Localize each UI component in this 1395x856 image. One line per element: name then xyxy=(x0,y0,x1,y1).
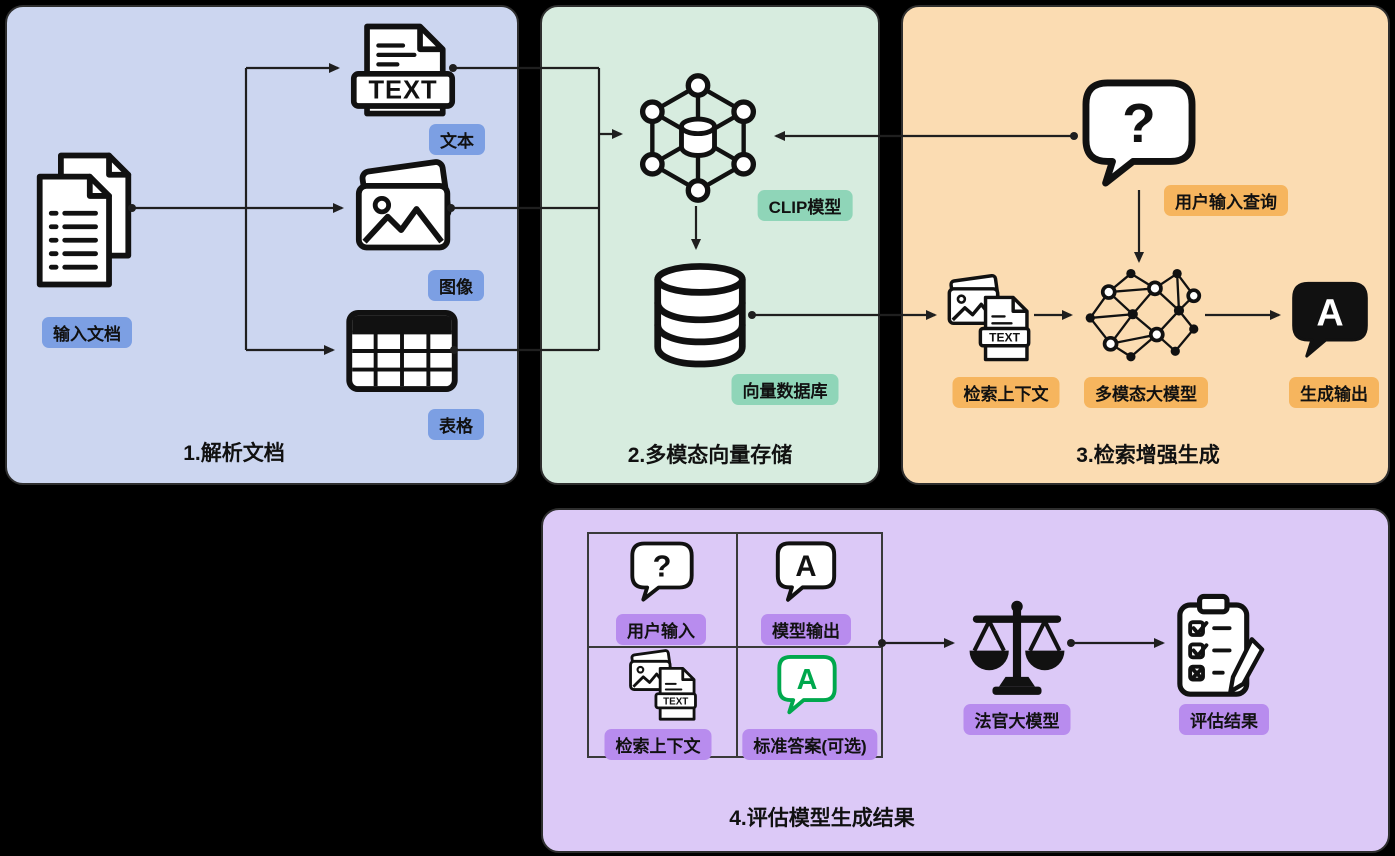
grid-row-divider xyxy=(589,646,881,648)
letter-a-glyph: A xyxy=(1316,293,1343,335)
label-text: 文本 xyxy=(429,124,485,155)
text-badge: TEXT xyxy=(989,330,1020,344)
label-image: 图像 xyxy=(428,270,484,301)
label-reference-answer: 标准答案(可选) xyxy=(742,729,878,760)
text-file-icon: TEXT xyxy=(350,21,456,121)
panel-vector-title: 2.多模态向量存储 xyxy=(627,444,793,467)
grid-column-divider xyxy=(736,534,738,756)
multimodal-llm-icon xyxy=(1081,259,1203,375)
question-glyph: ? xyxy=(1122,92,1156,154)
vector-database-icon xyxy=(650,255,750,375)
judge-scale-icon xyxy=(963,594,1071,704)
question-glyph: ? xyxy=(653,549,672,584)
image-icon xyxy=(354,159,456,254)
label-retrieved-context: 检索上下文 xyxy=(952,377,1060,408)
retrieved-context-icon-small: TEXT xyxy=(627,649,699,722)
label-clip-model: CLIP模型 xyxy=(757,190,853,221)
answer-bubble-icon: A xyxy=(1288,279,1372,359)
document-stack-icon xyxy=(32,145,136,295)
reference-answer-bubble-icon: A xyxy=(776,652,838,716)
label-model-output: 模型输出 xyxy=(761,614,851,645)
text-badge: TEXT xyxy=(663,696,688,707)
label-user-input: 用户输入 xyxy=(616,614,706,645)
label-table: 表格 xyxy=(428,409,484,440)
user-input-bubble-icon: ? xyxy=(629,540,695,602)
table-icon xyxy=(345,309,459,393)
label-judge-model: 法官大模型 xyxy=(963,704,1071,735)
text-badge: TEXT xyxy=(368,76,437,104)
panel-evaluation: ? 用户输入 A 模型输出 xyxy=(541,508,1390,853)
label-vector-db: 向量数据库 xyxy=(731,374,839,405)
label-input-document: 输入文档 xyxy=(42,317,132,348)
question-bubble-icon: ? xyxy=(1080,77,1198,187)
retrieved-context-icon: TEXT xyxy=(945,273,1033,363)
model-output-bubble-icon: A xyxy=(773,540,839,602)
panel-evaluation-title: 4.评估模型生成结果 xyxy=(729,807,915,830)
clip-model-icon xyxy=(630,70,766,206)
panel-vector-store: CLIP模型 向量数据库 2.多模态向量存储 xyxy=(540,5,880,485)
label-output: 生成输出 xyxy=(1289,377,1379,408)
panel-parse-documents: 输入文档 TEXT 文本 xyxy=(5,5,519,485)
label-eval-result: 评估结果 xyxy=(1179,704,1269,735)
letter-a-glyph: A xyxy=(797,664,818,696)
panel-rag-title: 3.检索增强生成 xyxy=(1076,444,1220,467)
panel-parse-title: 1.解析文档 xyxy=(183,442,285,465)
letter-a-glyph: A xyxy=(795,550,816,583)
label-mm-model: 多模态大模型 xyxy=(1084,377,1208,408)
panel-rag: ? 用户输入查询 TEXT 检索上下文 xyxy=(901,5,1390,485)
evaluation-result-icon xyxy=(1173,593,1269,700)
label-eval-retrieved-context: 检索上下文 xyxy=(604,729,712,760)
label-user-query: 用户输入查询 xyxy=(1164,185,1288,216)
